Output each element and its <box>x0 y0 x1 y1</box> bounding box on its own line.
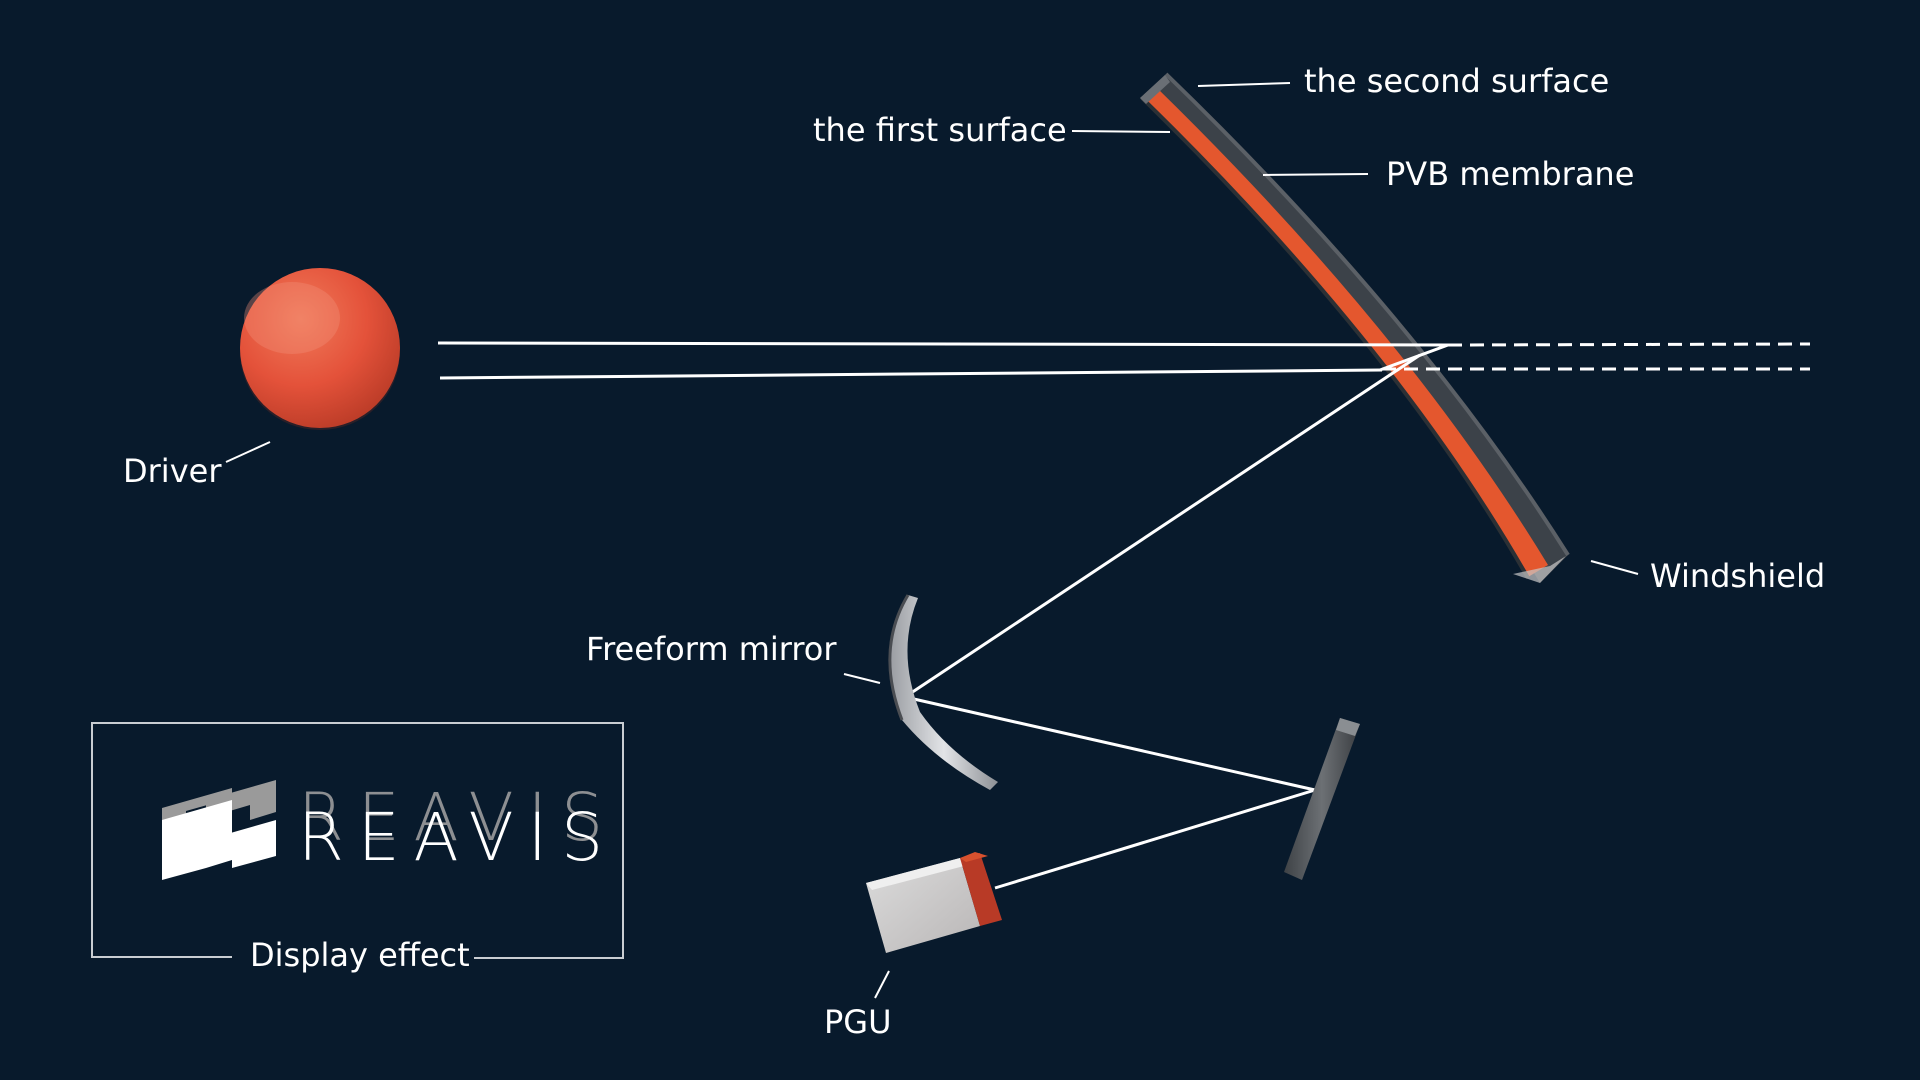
pgu-unit <box>866 852 1002 953</box>
leader-windshield <box>1590 560 1639 575</box>
label-display-effect: Display effect <box>250 936 470 974</box>
label-windshield: Windshield <box>1650 557 1825 595</box>
leader-first-surface <box>1071 130 1171 133</box>
freeform-mirror-shape <box>889 595 998 790</box>
freeform-mirror <box>888 594 998 790</box>
ray-to-pgu <box>994 788 1316 890</box>
leader-pvb <box>1262 173 1369 176</box>
ray-upper <box>437 341 1449 347</box>
windshield <box>1140 72 1570 583</box>
ray-to-fold-mirror <box>904 695 1316 792</box>
light-rays <box>437 341 1811 890</box>
reavis-logo-wordmark: REAVIS <box>298 799 617 876</box>
leader-pgu <box>874 970 890 999</box>
second-surface-edge <box>1164 72 1570 557</box>
ray-virtual-upper <box>1447 342 1811 347</box>
label-second-surface: the second surface <box>1304 62 1609 100</box>
display-effect-frame <box>91 722 624 959</box>
driver-eye <box>240 268 400 430</box>
leader-second-surface <box>1197 82 1291 87</box>
windshield-bottom-cap <box>1513 556 1566 583</box>
display-effect-box: Display effect REAVIS REAVIS <box>91 722 624 974</box>
leader-freeform <box>843 673 881 684</box>
label-first-surface: the first surface <box>813 111 1067 149</box>
pvb-membrane-layer <box>1145 86 1548 577</box>
fold-mirror <box>1284 718 1360 880</box>
reavis-logo-icon <box>162 780 276 880</box>
fold-mirror-plate <box>1284 718 1360 880</box>
label-pvb-membrane: PVB membrane <box>1386 155 1634 193</box>
label-pgu: PGU <box>824 1003 892 1041</box>
pgu-cap <box>960 853 1002 926</box>
first-surface-edge <box>1140 96 1530 579</box>
ray-lower <box>439 368 1383 380</box>
reavis-logo-echo: REAVIS <box>298 779 617 856</box>
windshield-top-cap <box>1140 75 1170 104</box>
leader-driver <box>225 441 271 463</box>
ray-to-freeform <box>904 353 1421 699</box>
leader-lines <box>225 82 1639 999</box>
label-freeform-mirror: Freeform mirror <box>586 630 837 668</box>
label-driver: Driver <box>123 452 222 490</box>
